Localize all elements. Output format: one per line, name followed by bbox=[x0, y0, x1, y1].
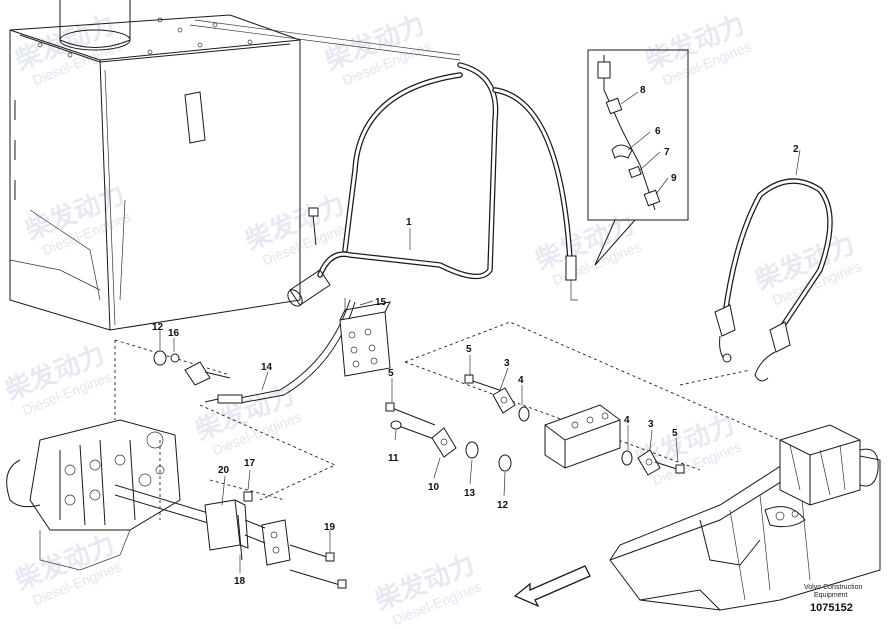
callout-16: 16 bbox=[168, 328, 180, 339]
callout-leaders bbox=[159, 228, 679, 573]
callout-12: 12 bbox=[497, 500, 509, 511]
drawing-caption: Volvo Construction Equipment 1075152 bbox=[804, 584, 862, 614]
callout-4: 4 bbox=[624, 415, 630, 426]
machine-frame bbox=[609, 424, 881, 611]
callout-14: 14 bbox=[261, 362, 273, 373]
callout-20: 20 bbox=[218, 465, 230, 476]
callout-1: 1 bbox=[406, 217, 412, 228]
hose-assembly-1 bbox=[287, 62, 578, 307]
hose-2 bbox=[714, 149, 833, 382]
callout-3: 3 bbox=[504, 358, 510, 369]
direction-arrow bbox=[513, 565, 591, 608]
caption-line-2: Equipment bbox=[814, 592, 848, 599]
fitting-12-16 bbox=[153, 350, 231, 386]
document-number: 1075152 bbox=[810, 602, 853, 614]
callout-8: 8 bbox=[640, 85, 646, 96]
callout-11: 11 bbox=[388, 453, 399, 464]
flange-set bbox=[385, 374, 685, 476]
hose-14 bbox=[204, 299, 356, 404]
callout-numbers: 1 2 3 3 4 4 5 5 5 6 7 8 9 10 11 12 12 13… bbox=[152, 85, 799, 587]
watermark-layer: 柴发动力 Diesel-Engines 柴发动力 Diesel-Engines … bbox=[0, 9, 863, 629]
tank-drawing bbox=[9, 0, 461, 331]
block-20-assembly bbox=[204, 491, 347, 589]
callout-4: 4 bbox=[518, 375, 524, 386]
callout-5: 5 bbox=[672, 428, 678, 439]
callout-18: 18 bbox=[234, 576, 246, 587]
callout-15: 15 bbox=[375, 297, 387, 308]
callout-17: 17 bbox=[244, 458, 256, 469]
detail-inset bbox=[587, 49, 689, 266]
callout-5: 5 bbox=[388, 368, 394, 379]
callout-6: 6 bbox=[655, 126, 661, 137]
callout-9: 9 bbox=[671, 173, 677, 184]
callout-10: 10 bbox=[428, 482, 440, 493]
pump-drawing bbox=[6, 419, 216, 571]
caption-line-1: Volvo Construction bbox=[804, 584, 862, 591]
callout-2: 2 bbox=[793, 144, 799, 155]
callout-5: 5 bbox=[466, 344, 472, 355]
callout-7: 7 bbox=[664, 147, 670, 158]
callout-3: 3 bbox=[648, 419, 654, 430]
callout-19: 19 bbox=[324, 522, 336, 533]
callout-13: 13 bbox=[464, 488, 476, 499]
valve-block-15 bbox=[339, 298, 391, 377]
callout-12: 12 bbox=[152, 322, 164, 333]
